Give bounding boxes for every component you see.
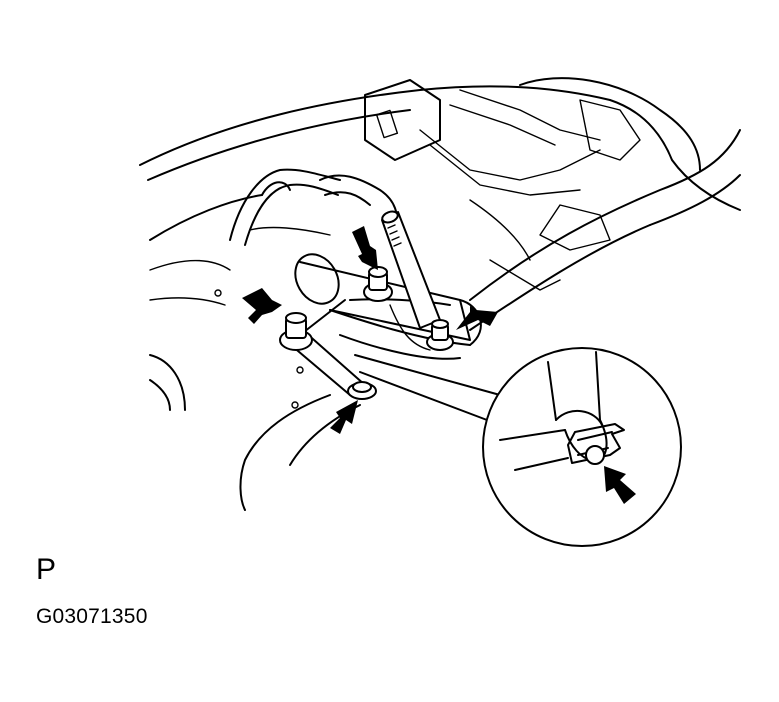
bolt-bottom <box>347 381 377 400</box>
callout-arrow-icon <box>604 466 636 504</box>
callout-arrow-icon <box>242 288 282 324</box>
detail-leader <box>354 354 501 421</box>
figure-id: G03071350 <box>36 605 148 628</box>
detail-circle <box>482 347 682 547</box>
bolt-center <box>363 266 393 302</box>
bolt-left <box>279 312 313 351</box>
callout-arrow-icon <box>456 306 498 330</box>
bolt-right <box>426 319 454 351</box>
vertical-rod <box>381 210 441 329</box>
callout-arrow-icon <box>352 226 378 270</box>
upper-assembly <box>364 79 641 291</box>
view-label: P <box>36 553 57 586</box>
callout-arrow-icon <box>330 400 358 434</box>
vehicle-body-outline <box>139 77 741 511</box>
clamp-icon <box>567 423 625 465</box>
hose-routing <box>229 168 398 246</box>
